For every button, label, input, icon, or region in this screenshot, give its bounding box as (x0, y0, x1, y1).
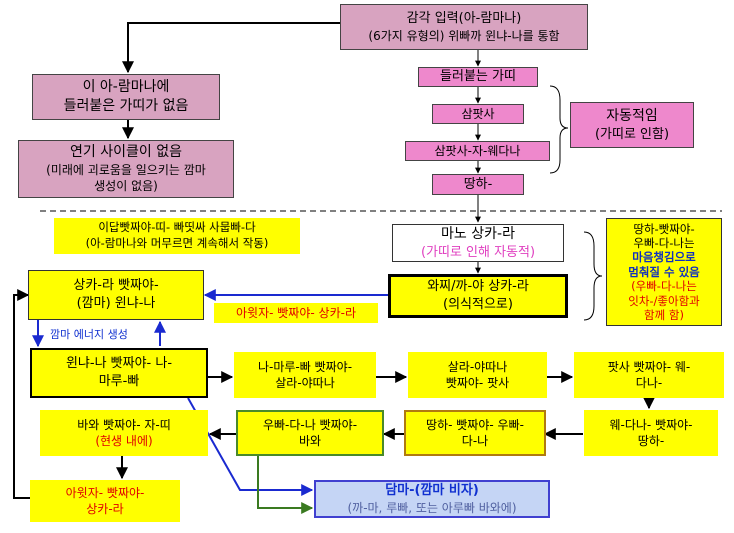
tanha-top-label: 땅하- (463, 176, 493, 192)
phassa-vedana-line2: 다나- (635, 376, 663, 390)
right-note-line3: 마음챙김으로 (632, 250, 696, 265)
salayatana-phassa-line1: 살라-야따나 (447, 359, 508, 374)
clinging-box: 들러붙는 가띠 (418, 67, 538, 87)
avijja-sankhara-label-box: 아윗자- 빳짜야- 상카-라 (214, 303, 378, 323)
no-cycle-box: 연기 사이클이 없음 (미래에 괴로움을 일으키는 깜마 생성이 없음) (18, 140, 234, 198)
mano-sankhara-box: 마노 상카-라 (가띠로 인해 자동적) (392, 224, 564, 262)
phassa-vedana-box: 팟사 빳짜야- 웨- 다나- (574, 352, 724, 398)
mano-sankhara-title: 마노 상카-라 (441, 225, 515, 242)
vedana-tanha-line2: 땅하- (637, 434, 665, 448)
vinnana-namarupa-line2: 마루-빠 (98, 374, 140, 389)
sense-input-subtitle: (6가지 유형의) 위빠까 윈냐-나를 통함 (368, 28, 560, 43)
vedana-tanha-line1: 웨-다나- 빳짜야- (609, 417, 693, 432)
arrow-upadana-to-dukkha (257, 455, 314, 514)
salayatana-phassa-box: 살라-야따나 빳짜야- 팟사 (408, 352, 547, 398)
automatic-box: 자동적임 (가띠로 인함) (570, 102, 694, 148)
brace-automatic (549, 85, 569, 174)
phassa-vedana-line1: 팟사 빳짜야- 웨- (607, 359, 691, 374)
note-idappaccayata-box: 이답빳짜야-띠- 빠띳싸 사뭅빠-다 (아-람마나와 머무르면 계속해서 작동) (54, 218, 300, 254)
avijja-bottom-line2: 상카-라 (86, 502, 124, 516)
arrow-input-to-nocling (122, 22, 340, 74)
sampassa-vedana-label: 삼팟사-자-웨다나 (434, 143, 521, 158)
no-cycle-line1: 연기 사이클이 없음 (70, 144, 182, 161)
dukkha-line1: 담마-(깜마 비자) (385, 483, 479, 499)
vaci-kaya-line2: (의식적으로) (443, 297, 513, 312)
sense-input-box: 감각 입력(아-람마나) (6가지 유형의) 위빠까 윈냐-나를 통함 (340, 4, 588, 50)
right-note-line4: 멈춰질 수 있음 (628, 264, 700, 279)
right-note-line1: 땅하-빳짜야- (633, 221, 695, 236)
kamma-energy-label: 깜마 에너지 생성 (50, 328, 128, 341)
bhava-jati-line2: (현생 내에) (95, 434, 153, 448)
upadana-bhava-box: 우빠-다-나 빳짜야- 바와 (236, 410, 384, 456)
vinnana-namarupa-line1: 윈냐-나 빳짜야- 나- (65, 356, 173, 372)
no-cycle-line2: (미래에 괴로움을 일으키는 깜마 (46, 163, 206, 178)
bhava-jati-line1: 바와 빳짜야- 자-띠 (77, 417, 171, 432)
tanha-upadana-line1: 땅하- 빳짜야- 우빠- (426, 417, 524, 432)
automatic-line2: (가띠로 인함) (594, 126, 670, 142)
avijja-bottom-line1: 아윗자- 빳짜야- (65, 485, 145, 500)
vaci-kaya-line1: 와찌/까-야 상카-라 (427, 279, 529, 295)
vedana-tanha-box: 웨-다나- 빳짜야- 땅하- (584, 410, 718, 456)
loop-back-to-sankhara (13, 289, 30, 499)
namarupa-salayatana-line2: 살라-야따나 (275, 376, 335, 390)
avijja-sankhara-label: 아윗자- 빳짜야- 상카-라 (236, 305, 356, 320)
upadana-bhava-line2: 바와 (298, 434, 322, 448)
no-clinging-line1: 이 아-람마나에 (82, 79, 170, 96)
automatic-line1: 자동적임 (606, 107, 658, 124)
no-cycle-line3: 생성이 없음) (94, 179, 158, 194)
dukkha-line2: (까-마, 루빠, 또는 아루빠 바와에) (347, 500, 517, 515)
right-note-line7: 함께 함) (644, 307, 684, 322)
mano-sankhara-sub: (가띠로 인해 자동적) (420, 244, 536, 260)
note-line2: (아-람마나와 머무르면 계속해서 작동) (85, 236, 269, 250)
sampassa-label: 삼팟사 (461, 106, 495, 121)
avijja-bottom-box: 아윗자- 빳짜야- 상카-라 (30, 480, 180, 522)
vaci-kaya-box: 와찌/까-야 상카-라 (의식적으로) (388, 274, 568, 318)
no-clinging-box: 이 아-람마나에 들러붙은 가띠가 없음 (32, 74, 220, 120)
sankhara-vinnana-line2: (깜마) 윈냐-나 (76, 296, 156, 311)
right-note-line2: 우빠-다-나는 (633, 236, 695, 251)
tanha-upadana-box: 땅하- 빳짜야- 우빠- 다-나 (404, 410, 546, 456)
upadana-bhava-line1: 우빠-다-나 빳짜야- (262, 417, 358, 432)
namarupa-salayatana-box: 나-마루-빠 빳짜야- 살라-야따나 (234, 352, 376, 398)
right-note-line5: (우빠-다-나는 (631, 279, 697, 294)
brace-right-note (583, 231, 603, 321)
sense-input-title: 감각 입력(아-람마나) (406, 11, 522, 27)
tanha-upadana-line2: 다-나 (461, 434, 489, 448)
bhava-jati-box: 바와 빳짜야- 자-띠 (현생 내에) (40, 410, 208, 456)
sampassa-box: 삼팟사 (432, 104, 524, 124)
no-clinging-line2: 들러붙은 가띠가 없음 (63, 98, 189, 114)
tanha-top-box: 땅하- (432, 174, 524, 195)
namarupa-salayatana-line1: 나-마루-빠 빳짜야- (257, 359, 353, 374)
right-note-line6: 잇차-/좋아함과 (628, 293, 700, 308)
sampassa-vedana-box: 삼팟사-자-웨다나 (405, 141, 550, 161)
sankhara-vinnana-box: 상카-라 빳짜야- (깜마) 윈냐-나 (28, 270, 204, 320)
note-line1: 이답빳짜야-띠- 빠띳싸 사뭅빠-다 (98, 220, 256, 235)
sankhara-vinnana-line1: 상카-라 빳짜야- (73, 278, 159, 294)
dhamma-kamma-bija-box: 담마-(깜마 비자) (까-마, 루빠, 또는 아루빠 바와에) (314, 480, 550, 518)
clinging-label: 들러붙는 가띠 (440, 69, 516, 85)
mindfulness-note-box: 땅하-빳짜야- 우빠-다-나는 마음챙김으로 멈춰질 수 있음 (우빠-다-나는… (606, 218, 722, 326)
vinnana-namarupa-box: 윈냐-나 빳짜야- 나- 마루-빠 (30, 348, 208, 398)
salayatana-phassa-line2: 빳짜야- 팟사 (445, 376, 510, 390)
